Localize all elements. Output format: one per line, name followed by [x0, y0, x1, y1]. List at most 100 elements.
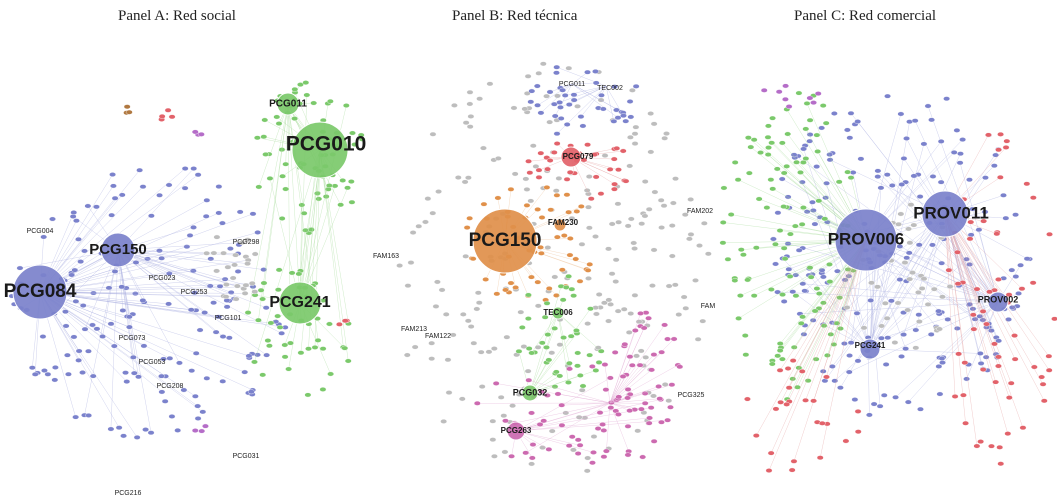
magenta-node: [525, 377, 533, 383]
gray-node: [637, 348, 645, 354]
network-edge: [799, 301, 999, 315]
network-edge: [515, 430, 594, 453]
blue-node: [81, 248, 88, 254]
red-node: [535, 167, 543, 173]
blue-node: [93, 204, 100, 210]
red-node: [158, 113, 166, 119]
blue-node: [614, 115, 622, 121]
gray-node: [904, 307, 912, 313]
blue-node: [995, 338, 1003, 344]
blue-node: [896, 277, 904, 282]
blue-node: [843, 127, 851, 133]
blue-node: [118, 192, 126, 198]
blue-node: [874, 174, 882, 180]
red-node: [854, 429, 862, 435]
gray-node: [213, 268, 221, 274]
blue-node: [528, 88, 536, 94]
gray-node: [915, 319, 923, 324]
blue-node: [236, 209, 244, 215]
network-edge: [540, 83, 573, 114]
blue-node: [122, 370, 129, 376]
gray-node: [467, 114, 475, 119]
gray-node: [465, 175, 472, 181]
orange-node: [545, 286, 553, 291]
network-edge: [529, 308, 591, 394]
gray-node: [607, 301, 615, 307]
purple-node: [760, 87, 768, 93]
hub-label: PCG084: [4, 281, 77, 302]
red-node: [986, 289, 993, 295]
gray-node: [645, 206, 653, 212]
blue-node: [70, 334, 78, 340]
blue-node: [120, 433, 127, 439]
magenta-node: [528, 410, 535, 416]
blue-node: [834, 268, 841, 274]
gray-node: [682, 305, 690, 311]
red-node: [526, 170, 534, 176]
green-node: [262, 152, 270, 157]
green-node: [776, 348, 784, 353]
gray-node: [551, 274, 559, 280]
magenta-node: [528, 455, 536, 461]
gray-node: [649, 283, 656, 289]
red-node: [619, 148, 627, 154]
green-node: [282, 186, 290, 192]
network-edge: [39, 259, 249, 293]
blue-node: [943, 96, 951, 102]
green-node: [259, 296, 266, 302]
gray-node: [491, 453, 498, 459]
blue-node: [166, 355, 174, 361]
blue-node: [215, 210, 223, 216]
magenta-node: [565, 443, 573, 449]
gray-node: [503, 334, 511, 340]
network-edge: [39, 283, 253, 293]
magenta-node: [641, 400, 649, 406]
hub-label: PCG241: [855, 341, 886, 350]
blue-node: [884, 335, 892, 341]
network-edge: [319, 149, 349, 324]
magenta-node: [600, 454, 608, 460]
blue-node: [156, 192, 163, 198]
gray-node: [584, 455, 592, 461]
gray-node: [634, 428, 642, 434]
blue-node: [957, 151, 964, 157]
blue-node: [180, 387, 188, 393]
network-edge: [869, 255, 881, 350]
gray-node: [620, 306, 628, 312]
gray-node: [428, 356, 436, 362]
gray-node: [244, 237, 251, 243]
blue-node: [181, 185, 189, 191]
blue-node: [140, 343, 148, 349]
network-edge: [531, 312, 559, 354]
green-node: [344, 185, 351, 191]
gray-node: [244, 261, 251, 267]
green-node: [560, 335, 567, 340]
gray-node: [612, 279, 620, 284]
blue-node: [898, 182, 906, 187]
gray-node: [601, 153, 609, 158]
magenta-node: [647, 405, 655, 411]
blue-node: [969, 206, 976, 212]
gray-node: [696, 243, 703, 248]
green-node: [779, 292, 786, 297]
magenta-node: [658, 349, 666, 355]
gray-node: [920, 276, 928, 282]
blue-node: [780, 299, 788, 304]
gray-node: [451, 102, 458, 108]
blue-node: [854, 119, 862, 124]
orange-node: [576, 278, 584, 284]
green-node: [253, 135, 261, 141]
blue-node: [806, 138, 814, 144]
green-node: [800, 205, 807, 210]
green-node: [815, 198, 823, 204]
magenta-node: [615, 394, 623, 400]
gray-node: [232, 296, 240, 302]
red-node: [765, 468, 773, 473]
panel-b-title: Panel B: Red técnica: [452, 8, 578, 24]
magenta-node: [602, 387, 610, 393]
blue-node: [809, 199, 816, 205]
gray-node: [539, 61, 547, 67]
red-node: [622, 178, 630, 184]
network-edge: [944, 213, 1050, 357]
